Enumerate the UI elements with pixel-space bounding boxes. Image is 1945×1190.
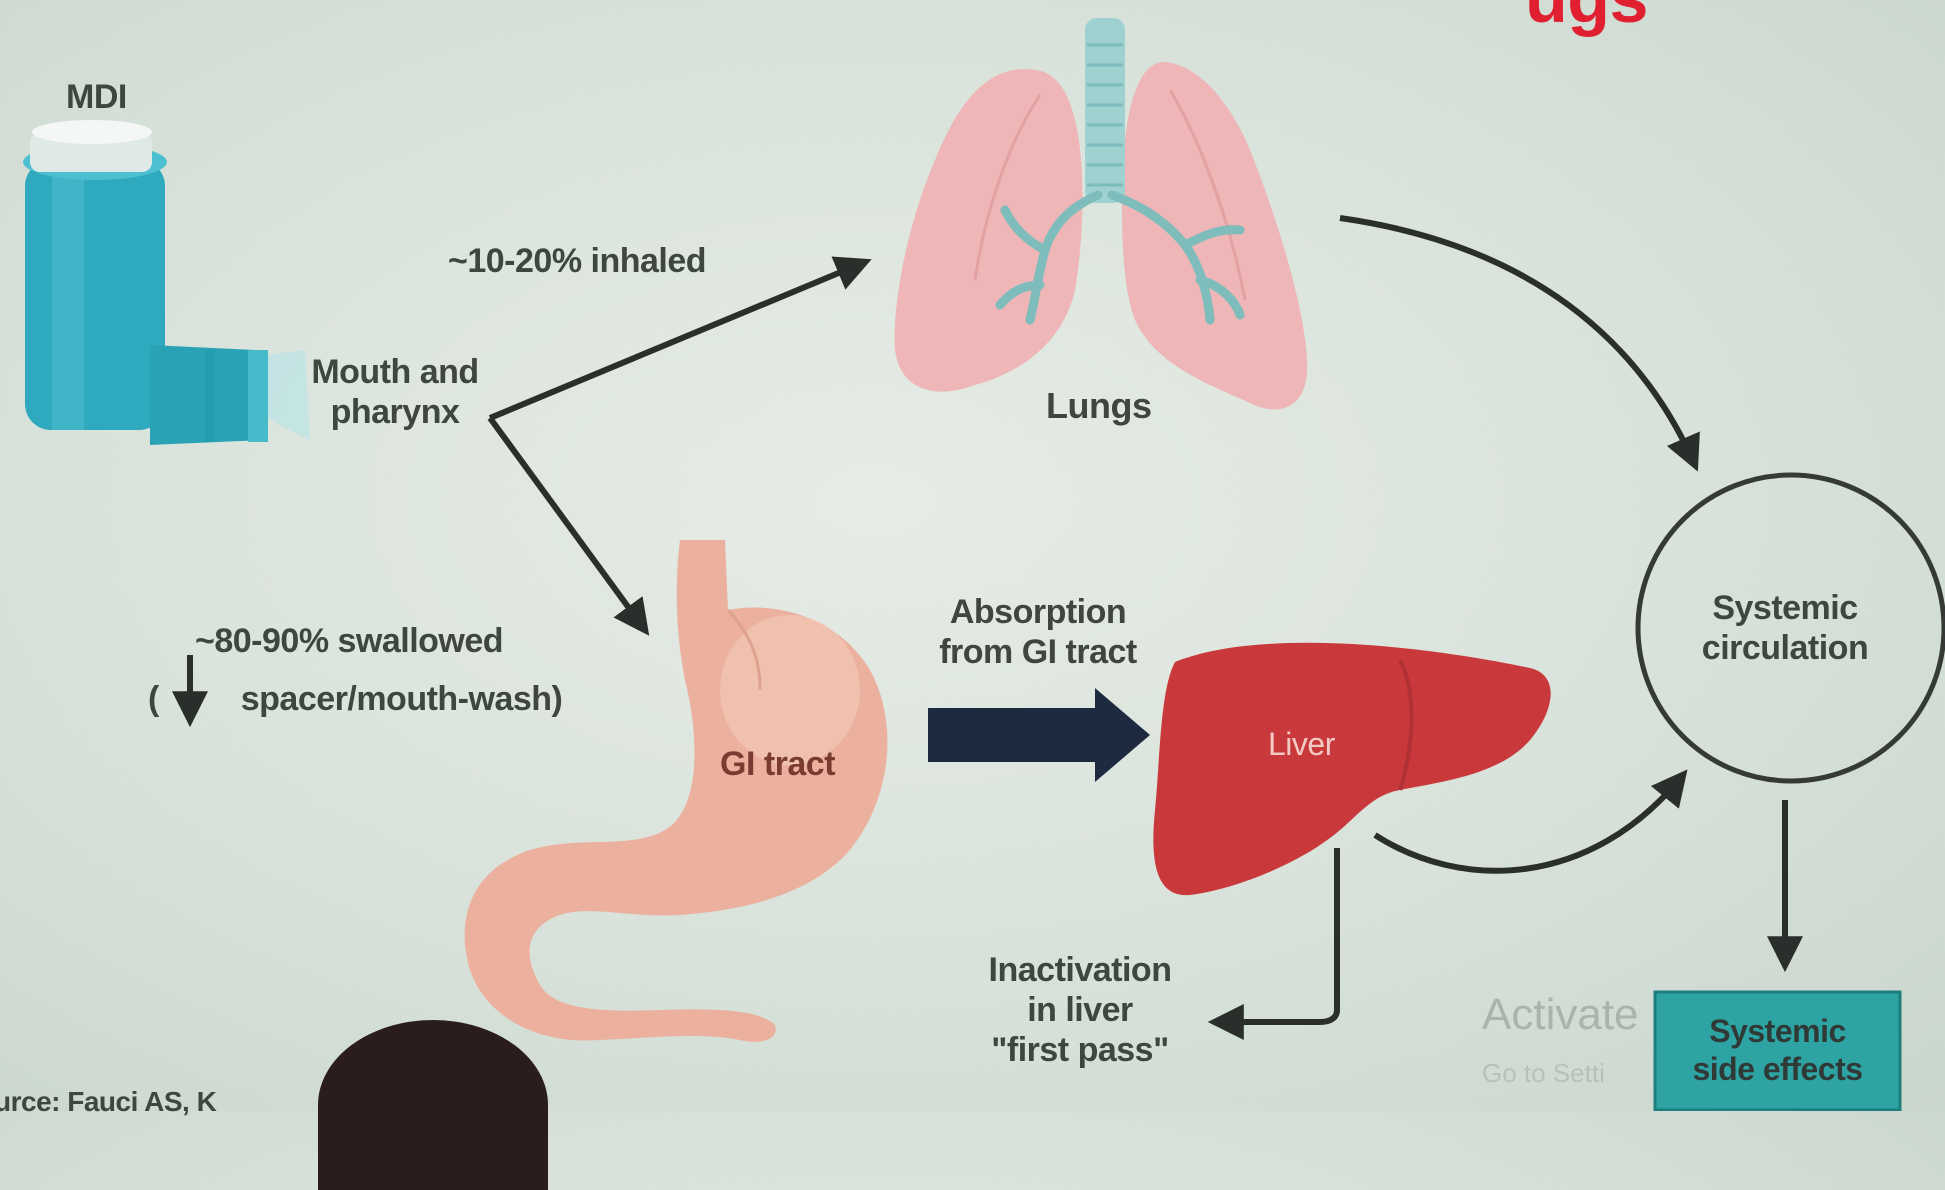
mouth-pharynx-line2: pharynx bbox=[280, 392, 510, 432]
presenter-silhouette bbox=[318, 1020, 548, 1190]
lungs-label: Lungs bbox=[1046, 385, 1151, 427]
side-effects-line1: Systemic bbox=[1655, 1012, 1900, 1050]
inhaler-icon bbox=[23, 120, 310, 445]
systemic-line2: circulation bbox=[1640, 628, 1930, 668]
absorption-line1: Absorption bbox=[908, 592, 1168, 632]
inactivation-line2: in liver bbox=[955, 990, 1205, 1030]
mouth-pharynx-label: Mouth and pharynx bbox=[280, 352, 510, 432]
lungs-to-circulation-arrow bbox=[1340, 218, 1695, 465]
absorption-line2: from GI tract bbox=[908, 632, 1168, 672]
activate-watermark: Activate bbox=[1482, 990, 1639, 1040]
source-citation: urce: Fauci AS, K bbox=[0, 1086, 216, 1118]
liver-icon bbox=[1153, 643, 1550, 895]
absorption-arrow bbox=[928, 688, 1150, 782]
liver-to-circulation-arrow bbox=[1375, 775, 1683, 871]
inactivation-line3: "first pass" bbox=[955, 1030, 1205, 1070]
mdi-label: MDI bbox=[66, 78, 127, 117]
spacer-label: ( spacer/mouth-wash) bbox=[148, 680, 562, 719]
spacer-paren: ( bbox=[148, 680, 159, 718]
diagram-canvas bbox=[0, 0, 1945, 1111]
inhaled-label: ~10-20% inhaled bbox=[448, 242, 706, 281]
inactivation-line1: Inactivation bbox=[955, 950, 1205, 990]
inactivation-label: Inactivation in liver "first pass" bbox=[955, 950, 1205, 1070]
absorption-label: Absorption from GI tract bbox=[908, 592, 1168, 672]
systemic-line1: Systemic bbox=[1640, 588, 1930, 628]
first-pass-diagram: ugs MDI Mouth and pharynx ~10-20% inhale… bbox=[0, 0, 1945, 1111]
mouth-pharynx-line1: Mouth and bbox=[280, 352, 510, 392]
goto-settings-watermark: Go to Setti bbox=[1482, 1058, 1605, 1089]
side-effects-line2: side effects bbox=[1655, 1050, 1900, 1088]
stomach-icon bbox=[465, 540, 888, 1042]
lungs-icon bbox=[895, 18, 1308, 409]
inhaled-arrow bbox=[490, 262, 865, 418]
title-fragment: ugs bbox=[1525, 0, 1648, 38]
spacer-text: spacer/mouth-wash) bbox=[241, 680, 563, 718]
gi-tract-label: GI tract bbox=[720, 745, 835, 784]
liver-label: Liver bbox=[1268, 726, 1335, 763]
side-effects-label: Systemic side effects bbox=[1655, 1012, 1900, 1088]
systemic-circulation-label: Systemic circulation bbox=[1640, 588, 1930, 668]
swallowed-label: ~80-90% swallowed bbox=[195, 622, 503, 661]
swallowed-arrow bbox=[490, 418, 645, 630]
